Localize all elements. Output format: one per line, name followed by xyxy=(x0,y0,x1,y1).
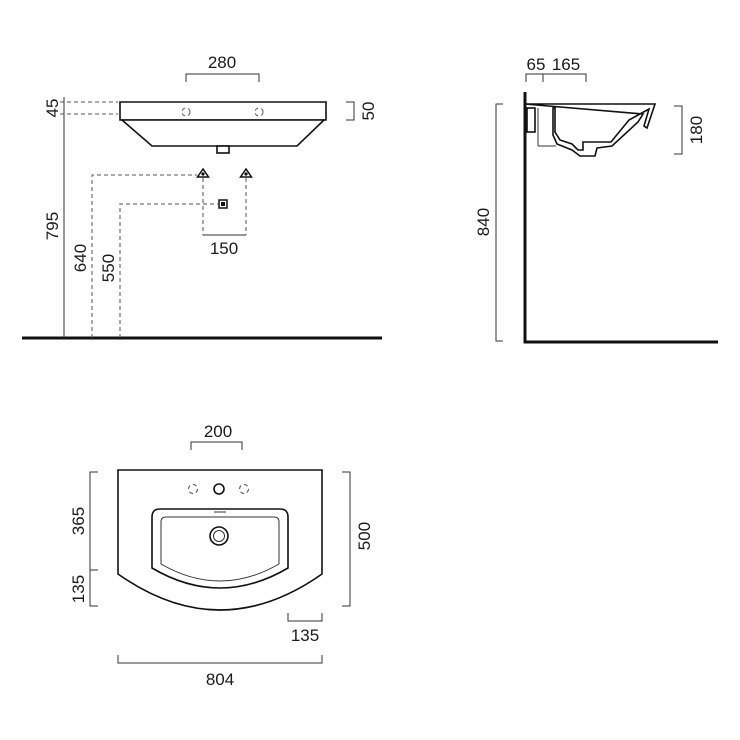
front-tap-height-label: 640 xyxy=(71,244,90,272)
front-tap-height-line xyxy=(91,174,197,338)
side-view: 65 165 180 840 xyxy=(474,55,718,344)
plan-left-depth-bracket xyxy=(89,471,98,607)
plan-total-depth-label: 500 xyxy=(355,522,374,550)
side-top-dim-bracket xyxy=(525,73,587,82)
front-waste-height-label: 550 xyxy=(99,254,118,282)
plan-front-depth-label: 365 xyxy=(69,507,88,535)
plan-tap-spacing-bracket xyxy=(190,441,243,450)
front-tap-connection-right-dot xyxy=(244,172,248,176)
side-total-height-label: 840 xyxy=(474,208,493,236)
side-bowl-height-label: 180 xyxy=(687,116,706,144)
plan-bowl-inner-line xyxy=(160,516,280,582)
side-wall-and-floor xyxy=(523,92,718,344)
side-basin-section xyxy=(524,103,657,157)
plan-total-width-label: 804 xyxy=(206,670,234,689)
front-waste-connection-core xyxy=(221,202,225,206)
side-wall-offset-label: 65 xyxy=(527,55,546,74)
plan-total-width-bracket xyxy=(117,655,323,664)
plan-tap-hole-left xyxy=(188,484,198,494)
front-top-width-label: 280 xyxy=(208,53,236,72)
plan-waste-icon xyxy=(209,526,229,546)
plan-tap-hole-center xyxy=(213,483,225,495)
plan-corner-offset-bracket xyxy=(287,613,323,622)
front-rim-height-label: 795 xyxy=(43,212,62,240)
side-wall-bracket xyxy=(526,107,536,133)
side-bowl-height-bracket xyxy=(674,105,683,155)
front-top-width-bracket xyxy=(185,73,260,82)
plan-total-depth-bracket xyxy=(342,471,351,607)
front-rim-right-bracket xyxy=(346,101,355,121)
front-rim-thickness-right-label: 50 xyxy=(359,102,378,121)
front-rim-thickness-left-label: 45 xyxy=(43,99,62,118)
plan-bowl-outline xyxy=(151,508,289,589)
front-basin-body xyxy=(119,119,326,147)
plan-tap-spacing-label: 200 xyxy=(204,422,232,441)
plan-view: 200 365 135 500 135 804 xyxy=(69,422,374,689)
front-tap-hole-left xyxy=(181,107,191,117)
plan-corner-offset-label: 135 xyxy=(291,626,319,645)
plan-back-depth-label: 135 xyxy=(69,575,88,603)
plan-tap-hole-right xyxy=(239,484,249,494)
front-tap-spacing-bracket xyxy=(202,178,247,235)
front-tap-connection-left-dot xyxy=(201,172,205,176)
side-depth-to-center-label: 165 xyxy=(552,55,580,74)
front-view: 280 45 50 795 640 550 150 xyxy=(22,53,382,340)
front-waste-height-line xyxy=(119,203,218,338)
plan-waste-inner xyxy=(213,530,225,542)
side-total-height-bracket xyxy=(495,103,503,342)
front-tap-hole-right xyxy=(254,107,264,117)
front-waste-outlet xyxy=(216,145,230,154)
front-tap-spacing-label: 150 xyxy=(210,239,238,258)
front-basin-rim xyxy=(119,101,327,121)
